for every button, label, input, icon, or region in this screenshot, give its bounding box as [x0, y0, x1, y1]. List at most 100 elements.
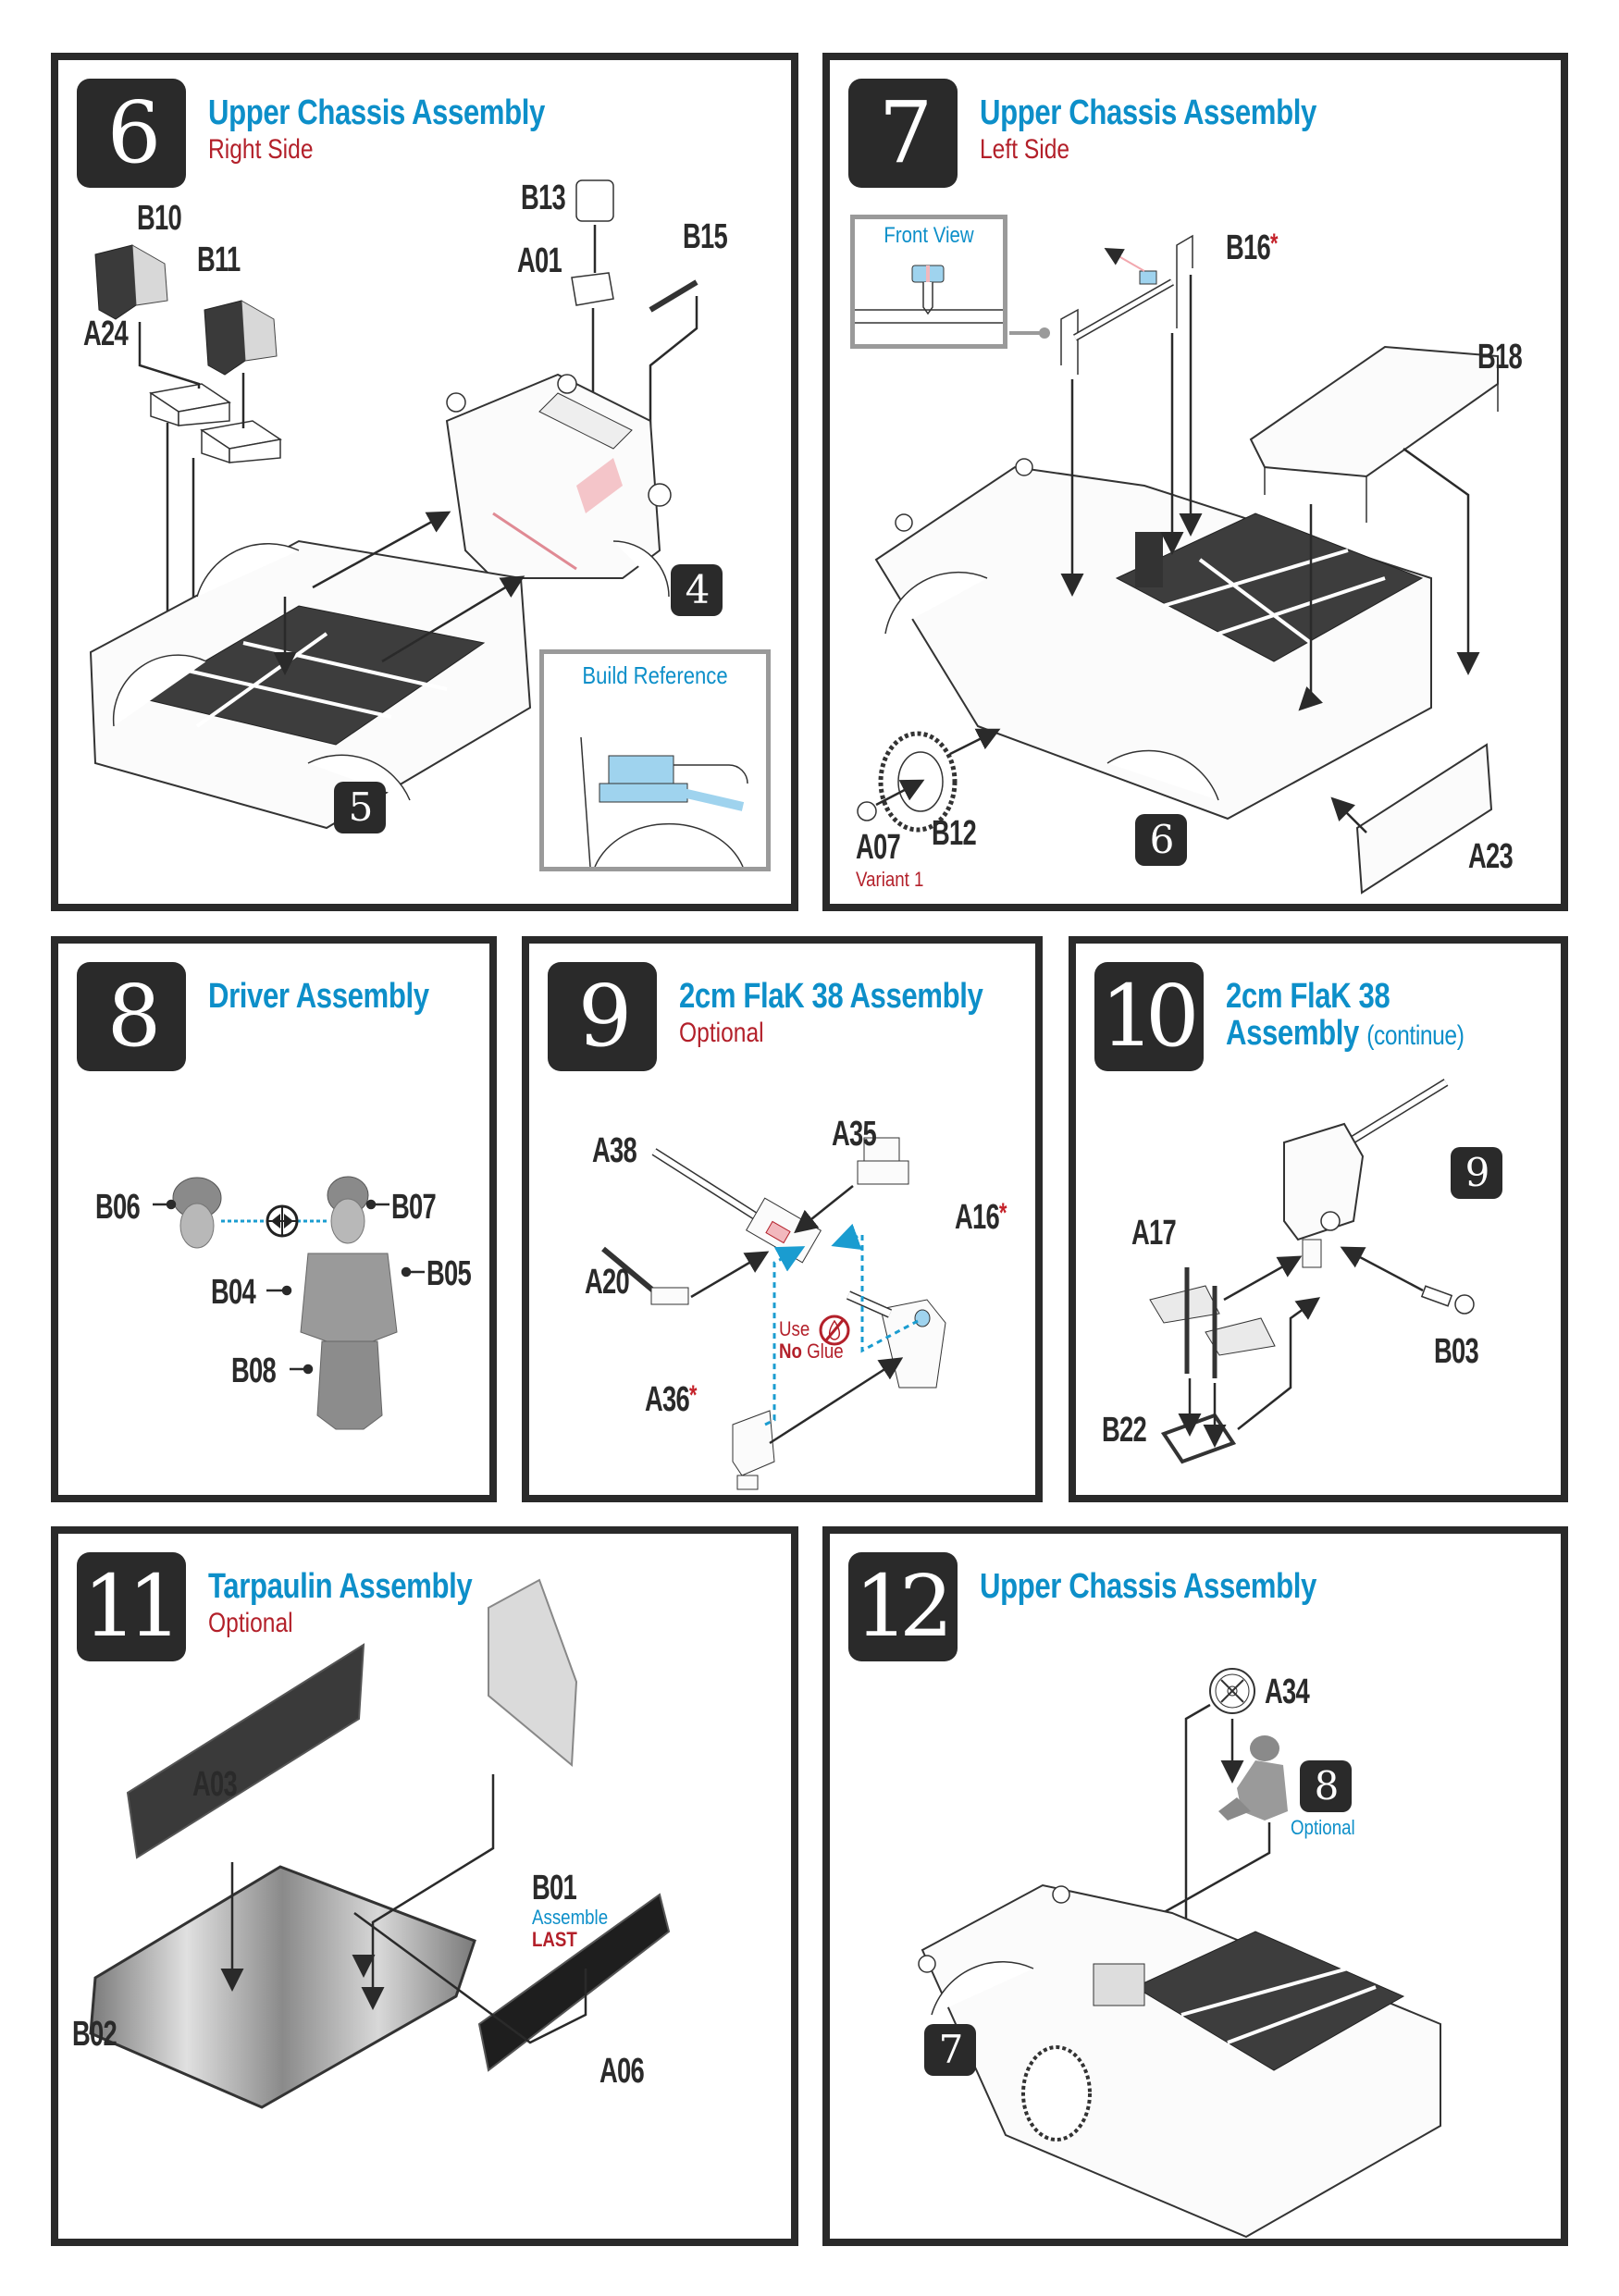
warning-bold-no: No [779, 1339, 802, 1363]
seat-base-a24-part [149, 383, 282, 464]
step-title-line-1: 2cm FlaK 38 [1226, 977, 1390, 1016]
part-label-b15: B15 [683, 217, 728, 256]
part-label-b07: B07 [391, 1188, 437, 1227]
caution-star-icon: * [999, 1198, 1007, 1228]
part-label-b04: B04 [211, 1273, 256, 1312]
step-7-panel: 7 Upper Chassis Assembly Left Side Front… [822, 53, 1568, 911]
part-a23-shape [1355, 743, 1493, 895]
ref-step-8-note: Optional [1291, 1816, 1355, 1839]
tarpaulin-b02-part [89, 1865, 476, 2109]
step-title-line-2: Assembly (continue) [1226, 1014, 1465, 1055]
part-label-a01: A01 [517, 241, 562, 280]
part-label-b12: B12 [932, 814, 977, 853]
part-label-a16: A16* [955, 1198, 1007, 1238]
step-6-panel: 6 Upper Chassis Assembly Right Side [51, 53, 798, 911]
caution-star-icon: * [689, 1380, 697, 1411]
step-8-panel: 8 Driver Assembly B06 B07 B05 B04 B08 [51, 936, 497, 1502]
helmet-head-b06-part [172, 1177, 222, 1249]
part-label-a35: A35 [832, 1115, 877, 1154]
rear-body-assembly [89, 539, 532, 830]
part-note-variant: Variant 1 [856, 868, 924, 891]
side-panel-a06-part [477, 1893, 671, 2072]
build-reference-drawing [580, 736, 748, 867]
part-a01-shape [571, 272, 614, 306]
step-subtitle: Right Side [208, 134, 314, 165]
base-b22-part [1160, 1413, 1237, 1464]
part-label-b03: B03 [1434, 1332, 1479, 1371]
part-label-b06: B06 [95, 1188, 141, 1227]
step-12-panel: 12 Upper Chassis Assembly [822, 1526, 1568, 2246]
ref-step-badge-5: 5 [334, 782, 386, 833]
platform-a17-part [1149, 1267, 1276, 1378]
warning-glue: Glue [807, 1339, 844, 1363]
part-label-a07: A07 [856, 828, 901, 867]
step-8-diagram [153, 1176, 425, 1430]
ref-step-badge-7: 7 [924, 2024, 976, 2076]
part-b13-shape [575, 179, 614, 222]
part-label-b16: B16* [1226, 228, 1278, 268]
step-title: 2cm FlaK 38 Assembly [679, 977, 983, 1016]
step-11-diagram [89, 1578, 671, 2109]
step-subtitle: Left Side [980, 134, 1070, 165]
inset-title: Front View [884, 223, 974, 248]
inset-title: Build Reference [582, 661, 728, 689]
front-view-inset: Front View [850, 215, 1007, 349]
part-label-b08: B08 [231, 1352, 277, 1390]
part-label-a06: A06 [599, 2052, 645, 2091]
crank-b03-part [1420, 1285, 1475, 1315]
flak-gun-assembly [1283, 1079, 1449, 1268]
caution-star-icon: * [1270, 228, 1278, 259]
part-label-b13: B13 [521, 179, 566, 217]
alternative-parts-icon [266, 1204, 299, 1238]
gun-barrel-a38-part [651, 1148, 822, 1264]
step-6-diagram [89, 179, 698, 830]
part-label-b10: B10 [137, 199, 182, 238]
b01-note-last: LAST [532, 1928, 577, 1951]
step-title-line-2-text: Assembly [1226, 1014, 1359, 1053]
step-title: Upper Chassis Assembly [208, 93, 545, 132]
step-12-diagram [918, 1668, 1441, 2239]
hubcap-a07-part [857, 801, 877, 821]
step-9-panel: 9 2cm FlaK 38 Assembly Optional [522, 936, 1043, 1502]
step-number-badge: 12 [848, 1552, 958, 1661]
ref-step-badge-4: 4 [671, 564, 723, 616]
part-label-b22: B22 [1102, 1411, 1147, 1450]
part-label-b16-text: B16 [1226, 228, 1271, 267]
step-subtitle: Optional [679, 1018, 764, 1048]
warning-line-1: Use [779, 1317, 810, 1340]
driver-figure-part [300, 1176, 398, 1430]
part-label-a03: A03 [192, 1765, 238, 1804]
ref-step-badge-8: 8 [1300, 1760, 1352, 1812]
step-number-badge: 9 [548, 962, 657, 1071]
part-label-b18: B18 [1477, 338, 1523, 376]
part-label-a17: A17 [1131, 1214, 1177, 1253]
mount-a36-part [732, 1410, 775, 1490]
part-b18-shape [1249, 345, 1499, 478]
seat-b11-part [204, 300, 278, 376]
part-label-a23: A23 [1468, 837, 1514, 876]
b01-note-assemble: Assemble [532, 1906, 609, 1929]
step-title: Driver Assembly [208, 977, 429, 1016]
part-b15-shape [649, 279, 698, 313]
part-label-b02: B02 [72, 2015, 117, 2054]
no-glue-warning: Use No Glue [779, 1318, 844, 1363]
breech-a35-part [857, 1137, 909, 1185]
step-9-diagram [601, 1137, 946, 1490]
step-title-suffix: (continue) [1366, 1020, 1465, 1051]
warning-line-2: No Glue [779, 1340, 844, 1363]
part-label-a36-text: A36 [645, 1380, 690, 1419]
ref-step-badge-9: 9 [1451, 1147, 1502, 1199]
step-title: Upper Chassis Assembly [980, 1567, 1316, 1606]
upper-chassis-assembly [874, 458, 1432, 821]
seated-driver-part [1218, 1735, 1288, 1821]
step-10-panel: 10 2cm FlaK 38 Assembly (continue) [1069, 936, 1568, 1502]
step-subtitle: Optional [208, 1608, 293, 1638]
step-7-diagram [857, 234, 1499, 895]
steering-wheel-a34-part [1209, 1668, 1255, 1714]
part-label-a38: A38 [592, 1131, 637, 1170]
step-number-badge: 11 [77, 1552, 186, 1661]
ref-step-badge-6: 6 [1135, 814, 1187, 866]
step-number-badge: 8 [77, 962, 186, 1071]
part-label-b05: B05 [426, 1254, 472, 1293]
front-panel-b01-part [488, 1578, 578, 1768]
